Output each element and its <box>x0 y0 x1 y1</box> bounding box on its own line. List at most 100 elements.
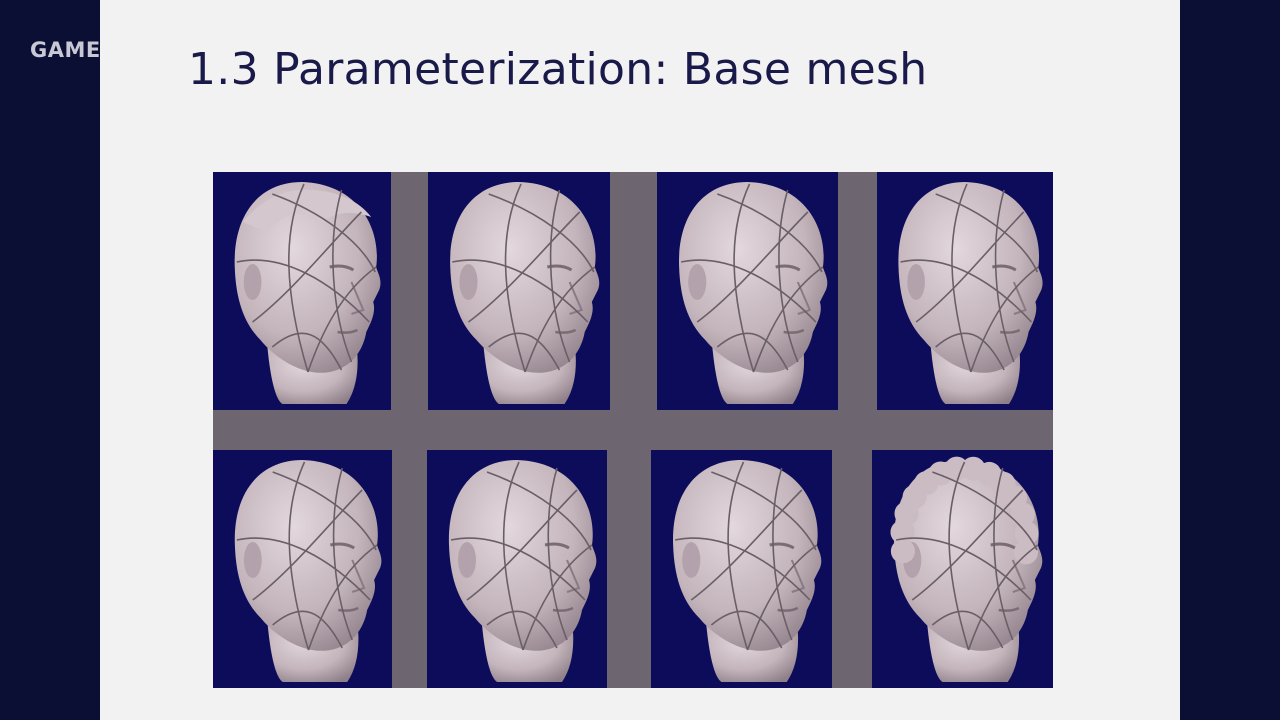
patch-boundary-line <box>674 537 811 601</box>
head-render-5 <box>213 450 392 688</box>
patch-boundary-line <box>967 544 1039 651</box>
patch-boundary-line <box>466 489 578 601</box>
patch-boundary-line <box>994 189 1015 363</box>
ear-shape <box>243 542 262 578</box>
patch-boundary-line <box>488 193 595 273</box>
nose-line <box>796 281 812 315</box>
patch-boundary-line <box>932 471 1038 551</box>
patch-boundary-line <box>272 193 376 273</box>
patch-boundary-line <box>272 471 377 551</box>
patch-boundary-line <box>252 489 363 601</box>
curl-shape <box>890 539 916 564</box>
head-render-8 <box>872 450 1053 688</box>
slide: 1.3 Parameterization: Base mesh <box>100 0 1180 720</box>
brow-line <box>329 264 355 272</box>
brow-line <box>544 542 570 550</box>
patch-boundary-line <box>746 544 818 651</box>
patch-boundary-line <box>696 211 809 323</box>
patch-boundary-line <box>307 544 378 651</box>
head-render-4 <box>877 172 1053 410</box>
patch-boundary-line <box>486 471 592 551</box>
head-mesh-graphic <box>679 182 828 404</box>
nose-line <box>1011 559 1027 593</box>
patch-boundary-line <box>690 489 803 601</box>
patch-boundary-line <box>900 259 1033 323</box>
head-mesh-graphic <box>673 460 822 682</box>
head-mesh-graphic <box>450 182 600 404</box>
base-mesh-figure <box>213 172 1053 688</box>
patch-boundary-line <box>467 211 581 323</box>
patch-boundary-line <box>307 266 377 373</box>
patch-boundary-line <box>915 211 1025 323</box>
patch-boundary-line <box>993 467 1014 641</box>
patch-boundary-line <box>716 332 789 371</box>
patch-boundary-line <box>522 544 593 651</box>
patch-boundary-line <box>486 610 558 649</box>
patch-boundary-line <box>778 189 799 363</box>
patch-boundary-line <box>272 610 343 649</box>
ear-shape <box>682 542 701 578</box>
head-render-3 <box>657 172 838 410</box>
brow-line <box>990 542 1016 550</box>
patch-boundary-line <box>970 266 1039 373</box>
patch-boundary-line <box>549 189 571 363</box>
nose-line <box>350 281 365 315</box>
patch-boundary-line <box>680 259 817 323</box>
mouth-line <box>998 606 1020 612</box>
head-mesh-graphic <box>448 460 597 682</box>
patch-boundary-line <box>236 259 370 323</box>
mouth-line <box>552 606 574 612</box>
mouth-line <box>555 328 577 334</box>
nose-line <box>566 559 581 593</box>
head-mesh-graphic <box>234 460 382 682</box>
patch-boundary-line <box>895 537 1032 601</box>
head-render-7 <box>651 450 832 688</box>
nose-line <box>1012 281 1027 315</box>
patch-boundary-line <box>547 467 568 641</box>
brow-line <box>546 264 573 272</box>
patch-boundary-line <box>911 489 1024 601</box>
mouth-line <box>999 328 1021 334</box>
ear-shape <box>688 264 707 300</box>
patch-boundary-line <box>488 332 561 371</box>
curl-shape <box>1013 540 1038 565</box>
patch-boundary-line <box>236 537 371 601</box>
ear-shape <box>458 542 476 578</box>
head-mesh-graphic <box>898 182 1043 404</box>
curl-shape <box>944 456 969 481</box>
patch-boundary-line <box>931 610 1004 649</box>
brow-line <box>992 264 1017 272</box>
nose-line <box>568 281 584 315</box>
patch-boundary-line <box>332 467 353 641</box>
patch-boundary-line <box>711 471 817 551</box>
patch-boundary-line <box>524 266 596 373</box>
watermark-logo: GAME <box>30 38 101 62</box>
brow-line <box>775 264 801 272</box>
ear-shape <box>243 264 262 300</box>
head-mesh-graphic <box>234 182 381 404</box>
head-render-1 <box>213 172 391 410</box>
mouth-line <box>337 328 358 334</box>
mouth-line <box>783 328 805 334</box>
patch-boundary-line <box>772 467 793 641</box>
patch-boundary-line <box>452 259 589 323</box>
patch-boundary-line <box>252 211 362 323</box>
nose-line <box>790 559 806 593</box>
ear-shape <box>459 264 478 300</box>
patch-boundary-line <box>717 193 823 273</box>
patch-boundary-line <box>935 332 1005 371</box>
patch-boundary-line <box>710 610 783 649</box>
patch-boundary-line <box>450 537 586 601</box>
brow-line <box>769 542 795 550</box>
nose-line <box>351 559 366 593</box>
patch-boundary-line <box>332 189 353 363</box>
patch-boundary-line <box>271 332 343 371</box>
slide-title: 1.3 Parameterization: Base mesh <box>188 44 928 95</box>
head-render-2 <box>428 172 610 410</box>
head-render-6 <box>427 450 607 688</box>
patch-boundary-line <box>935 193 1039 273</box>
curl-shape <box>1010 502 1035 527</box>
mouth-line <box>338 606 359 612</box>
brow-line <box>330 542 355 550</box>
